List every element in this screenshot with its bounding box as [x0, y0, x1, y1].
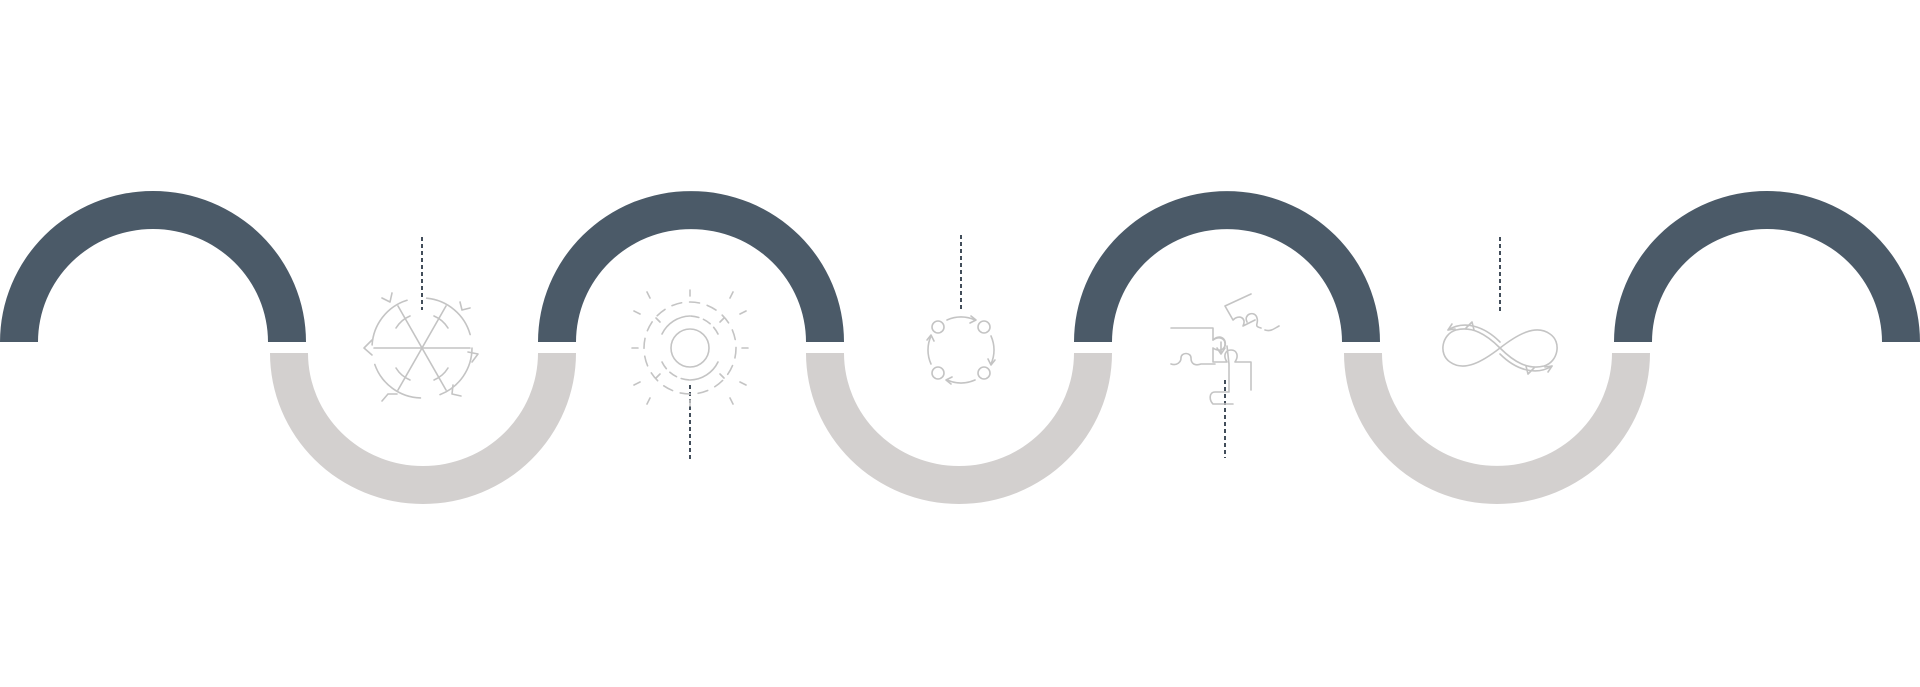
lower-arc-2 [806, 353, 1112, 504]
upper-arcs [0, 191, 1920, 342]
gear-icon [631, 289, 749, 407]
upper-arc-3 [1074, 191, 1380, 342]
dashed-connectors [421, 235, 1501, 460]
infinity-icon [1442, 321, 1558, 375]
lower-arc-3 [1344, 353, 1650, 504]
recycle-arrows-icon [363, 292, 479, 402]
cycle-nodes-icon [926, 315, 996, 385]
upper-arc-1 [0, 191, 306, 342]
upper-arc-2 [538, 191, 844, 342]
lower-arcs [270, 353, 1650, 504]
puzzle-icon [1170, 293, 1280, 405]
lower-arc-1 [270, 353, 576, 504]
upper-arc-4 [1614, 191, 1920, 342]
